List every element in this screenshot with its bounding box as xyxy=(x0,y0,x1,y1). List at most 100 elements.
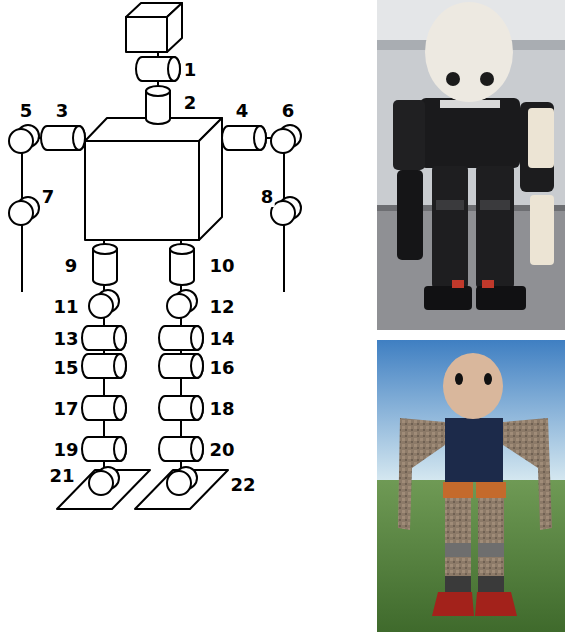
joint-cylinder xyxy=(167,294,191,318)
sim-knee xyxy=(445,543,471,557)
joint-cylinder xyxy=(168,57,180,81)
joint-cylinder xyxy=(222,126,266,150)
photo-background xyxy=(377,0,565,330)
head-cube xyxy=(126,17,167,52)
torso-box xyxy=(199,118,222,240)
robot-leg xyxy=(476,166,514,288)
callout-number: 9 xyxy=(64,256,79,276)
sim-hip xyxy=(476,482,506,498)
joint-cylinder xyxy=(41,126,85,150)
wires xyxy=(22,52,284,490)
joint-cylinder xyxy=(93,244,117,254)
callout-number: 11 xyxy=(52,297,79,317)
body-blocks xyxy=(57,3,228,509)
robot-head xyxy=(425,2,513,102)
callout-number: 19 xyxy=(52,440,79,460)
callout-number: 14 xyxy=(208,329,235,349)
joint-cylinder xyxy=(159,437,203,461)
joint-cylinder xyxy=(146,86,170,96)
callout-number: 3 xyxy=(55,101,70,121)
joint-cylinder xyxy=(114,354,126,378)
callout-number: 4 xyxy=(235,101,250,121)
joint-cylinder xyxy=(89,471,113,495)
callout-number: 8 xyxy=(260,187,275,207)
sim-hip xyxy=(443,482,473,498)
joint-cylinder xyxy=(82,326,126,350)
joint-cylinder xyxy=(159,326,203,350)
head-cube xyxy=(167,3,182,52)
joint-cylinder xyxy=(191,437,203,461)
callout-number: 22 xyxy=(229,475,256,495)
robot-arm xyxy=(520,102,554,192)
joint-cylinder xyxy=(170,244,194,254)
sim-head xyxy=(443,353,503,419)
sim-foot xyxy=(432,592,474,616)
joint-cylinder xyxy=(159,396,203,420)
sim-torso xyxy=(445,418,503,482)
robot-leg xyxy=(436,200,464,210)
sim-eye xyxy=(484,373,492,385)
joint-cylinder xyxy=(82,354,126,378)
callout-number: 18 xyxy=(208,399,235,419)
robot-eye xyxy=(446,72,460,86)
robot-leg xyxy=(432,166,468,288)
robot-arm xyxy=(530,195,554,265)
callout-number: 21 xyxy=(48,466,75,486)
sim-foot xyxy=(475,592,517,616)
joint-cylinder xyxy=(136,57,180,81)
robot-eye xyxy=(480,72,494,86)
robot-foot xyxy=(424,286,472,310)
callout-number: 1 xyxy=(183,60,198,80)
robot-leg xyxy=(480,200,510,210)
joint-cylinder xyxy=(191,354,203,378)
sim-ankle xyxy=(478,576,504,592)
joint-cylinder xyxy=(191,396,203,420)
robot-photo xyxy=(377,0,565,330)
robot-torso xyxy=(420,98,520,168)
sim-arm xyxy=(398,418,445,530)
joint-symbols xyxy=(9,57,301,495)
robot-foot xyxy=(452,280,464,288)
joint-cylinder xyxy=(9,201,33,225)
joint-cylinder xyxy=(82,396,126,420)
robot-arm xyxy=(528,108,554,168)
joint-cylinder xyxy=(167,471,191,495)
callout-number: 16 xyxy=(208,358,235,378)
joint-cylinder xyxy=(114,396,126,420)
callout-number: 7 xyxy=(41,187,56,207)
sim-arm xyxy=(503,418,552,530)
joint-cylinder xyxy=(114,437,126,461)
sim-eye xyxy=(455,373,463,385)
joint-cylinder xyxy=(159,354,203,378)
robot-foot xyxy=(482,280,494,288)
robot-arm xyxy=(393,100,425,170)
callout-number: 2 xyxy=(183,93,198,113)
callout-number: 6 xyxy=(281,101,296,121)
sim-ankle xyxy=(445,576,471,592)
callout-number: 17 xyxy=(52,399,79,419)
joint-cylinder xyxy=(271,129,295,153)
robot-foot xyxy=(476,286,526,310)
callout-number: 10 xyxy=(208,256,235,276)
callout-number: 5 xyxy=(19,101,34,121)
torso-box xyxy=(85,141,199,240)
joint-cylinder xyxy=(82,437,126,461)
joint-cylinder xyxy=(271,201,295,225)
joint-cylinder xyxy=(73,126,85,150)
joint-cylinder xyxy=(89,294,113,318)
joint-cylinder xyxy=(191,326,203,350)
sim-knee xyxy=(478,543,504,557)
callout-number: 15 xyxy=(52,358,79,378)
foot-plate xyxy=(135,470,228,509)
sim-leg xyxy=(478,482,504,600)
callout-number: 13 xyxy=(52,329,79,349)
callout-number: 12 xyxy=(208,297,235,317)
simulation-image xyxy=(377,340,565,632)
callout-number: 20 xyxy=(208,440,235,460)
sim-leg xyxy=(445,482,471,600)
robot-arm xyxy=(397,170,423,260)
joint-cylinder xyxy=(114,326,126,350)
